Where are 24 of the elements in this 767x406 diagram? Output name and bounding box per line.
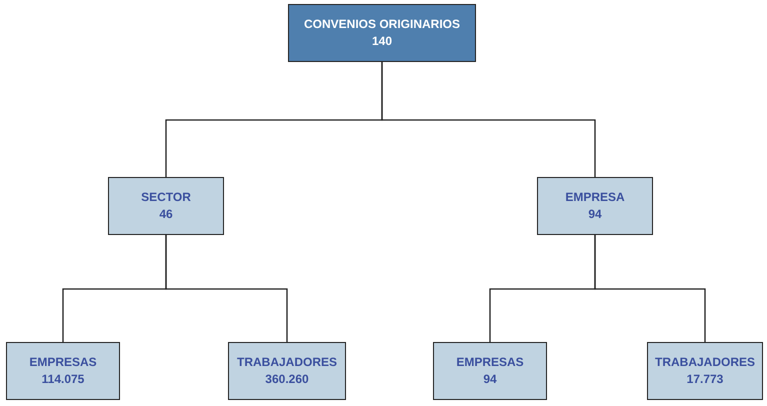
box-title: CONVENIOS ORIGINARIOS	[304, 16, 460, 33]
org-box	[537, 177, 653, 235]
org-box	[228, 342, 346, 400]
box-value: 360.260	[265, 371, 309, 388]
box-value: 94	[483, 371, 497, 388]
org-box	[108, 177, 224, 235]
org-box	[647, 342, 763, 400]
org-box	[6, 342, 120, 400]
org-box	[288, 4, 476, 62]
box-title: EMPRESAS	[456, 354, 524, 371]
box-title: TRABAJADORES	[236, 354, 337, 371]
connector-line	[165, 235, 288, 342]
box-title: TRABAJADORES	[654, 354, 755, 371]
box-title: EMPRESA	[565, 189, 625, 206]
connector-line	[381, 62, 596, 177]
box-title: EMPRESAS	[29, 354, 97, 371]
box-value: 94	[588, 206, 602, 223]
box-value: 46	[159, 206, 173, 223]
org-box	[433, 342, 547, 400]
connector-line	[594, 235, 706, 342]
box-value: 114.075	[42, 371, 84, 388]
box-title: SECTOR	[141, 189, 191, 206]
box-value: 140	[372, 33, 392, 50]
box-value: 17.773	[686, 371, 724, 388]
